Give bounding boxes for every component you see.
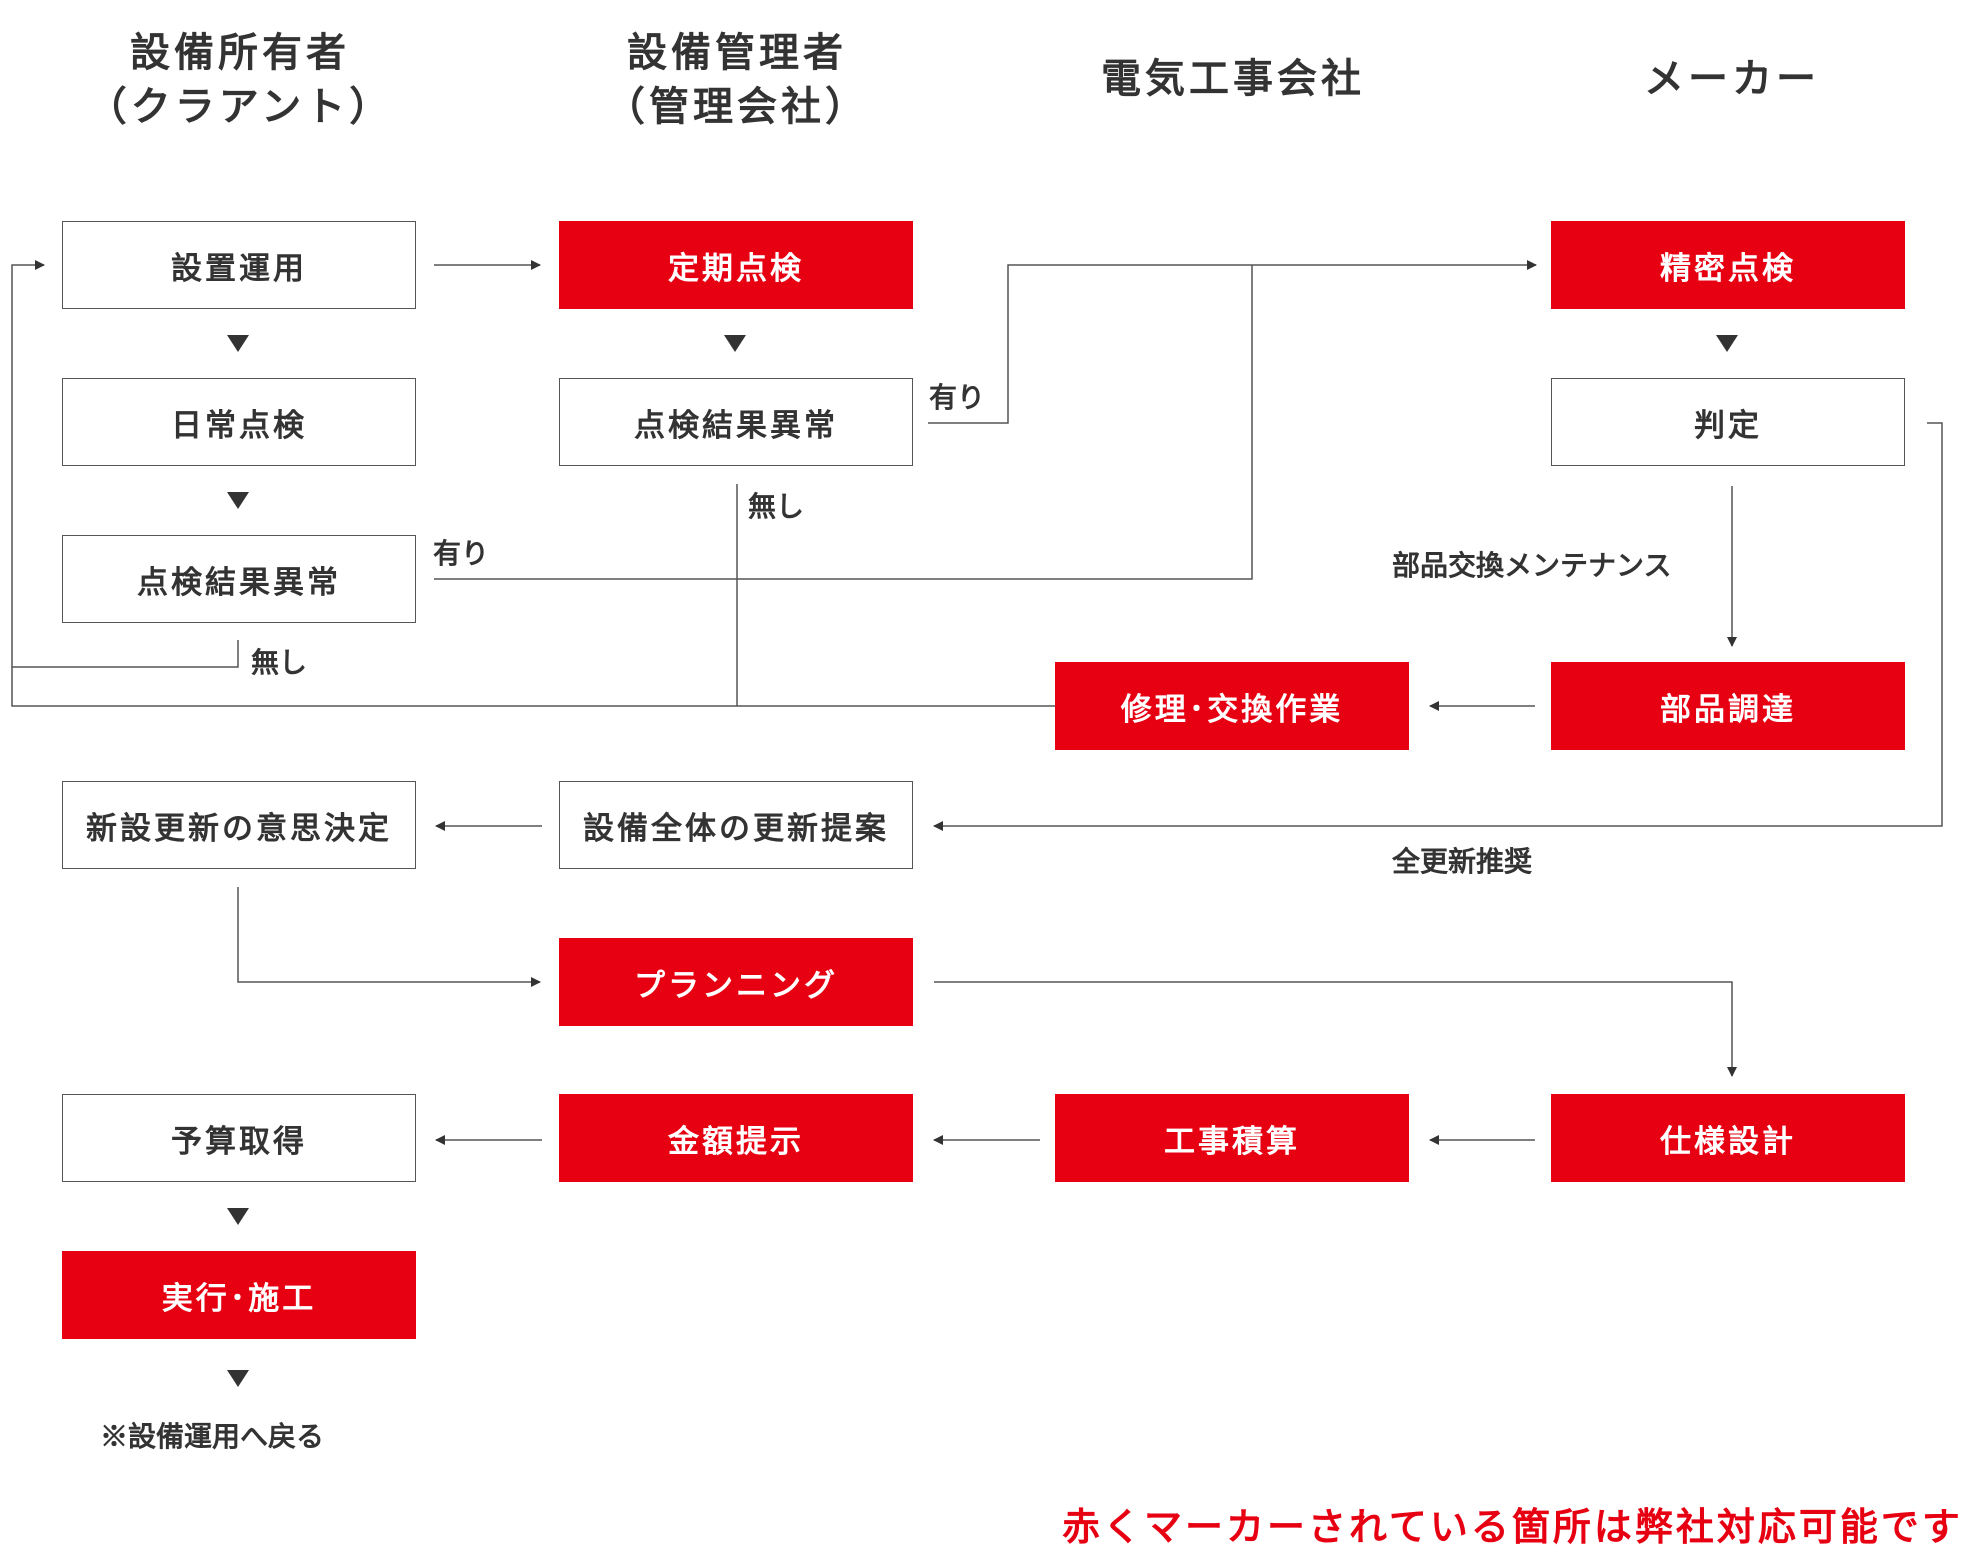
node-overall-renewal-proposal: 設備全体の更新提案	[559, 781, 913, 869]
header-electric-line1: 電気工事会社	[1101, 55, 1365, 102]
header-manager: 設備管理者 （管理会社）	[527, 26, 947, 134]
down-arrow-icon	[1716, 335, 1738, 352]
label-manager-yes: 有り	[929, 381, 986, 414]
down-arrow-icon	[227, 492, 249, 509]
header-maker-line1: メーカー	[1644, 55, 1820, 102]
line-decision-to-planning	[237, 887, 541, 987]
down-arrow-icon	[724, 335, 746, 352]
header-electric: 電気工事会社	[1023, 52, 1443, 106]
node-install-operation: 設置運用	[62, 221, 416, 309]
node-spec-design: 仕様設計	[1551, 1094, 1905, 1182]
label-full-renewal-recommended: 全更新推奨	[1392, 845, 1533, 878]
label-manager-no: 無し	[748, 490, 805, 523]
node-execution-construction: 実行･施工	[62, 1251, 416, 1339]
node-parts-procurement: 部品調達	[1551, 662, 1905, 750]
label-parts-maintenance: 部品交換メンテナンス	[1392, 549, 1672, 582]
node-repair-replacement: 修理･交換作業	[1055, 662, 1409, 750]
label-owner-no: 無し	[251, 646, 308, 679]
node-manager-result-abnormal: 点検結果異常	[559, 378, 913, 466]
header-manager-line1: 設備管理者	[627, 29, 847, 76]
label-return-note: ※設備運用へ戻る	[100, 1420, 325, 1453]
node-periodic-inspection: 定期点検	[559, 221, 913, 309]
node-daily-inspection: 日常点検	[62, 378, 416, 466]
down-arrow-icon	[227, 1208, 249, 1225]
line-judgment-full-renewal	[933, 422, 1943, 831]
header-manager-line2: （管理会社）	[605, 83, 869, 130]
node-new-renewal-decision: 新設更新の意思決定	[62, 781, 416, 869]
header-owner-line2: （クラアント）	[86, 83, 394, 130]
line-planning-to-spec	[934, 981, 1737, 1077]
header-owner: 設備所有者 （クラアント）	[30, 26, 450, 134]
node-planning: プランニング	[559, 938, 913, 1026]
node-judgment: 判定	[1551, 378, 1905, 466]
line-manager-yes-to-precision	[928, 260, 1537, 424]
footer-note: 赤くマーカーされている箇所は弊社対応可能です	[1062, 1504, 1963, 1549]
down-arrow-icon	[227, 335, 249, 352]
label-owner-yes: 有り	[433, 537, 490, 570]
line-repair-return	[11, 667, 1057, 707]
node-construction-estimate: 工事積算	[1055, 1094, 1409, 1182]
line-owner-yes-junction	[434, 265, 1253, 580]
node-price-presentation: 金額提示	[559, 1094, 913, 1182]
node-budget-acquisition: 予算取得	[62, 1094, 416, 1182]
header-maker: メーカー	[1522, 52, 1942, 106]
header-owner-line1: 設備所有者	[130, 29, 350, 76]
node-owner-result-abnormal: 点検結果異常	[62, 535, 416, 623]
down-arrow-icon	[227, 1370, 249, 1387]
node-precision-inspection: 精密点検	[1551, 221, 1905, 309]
